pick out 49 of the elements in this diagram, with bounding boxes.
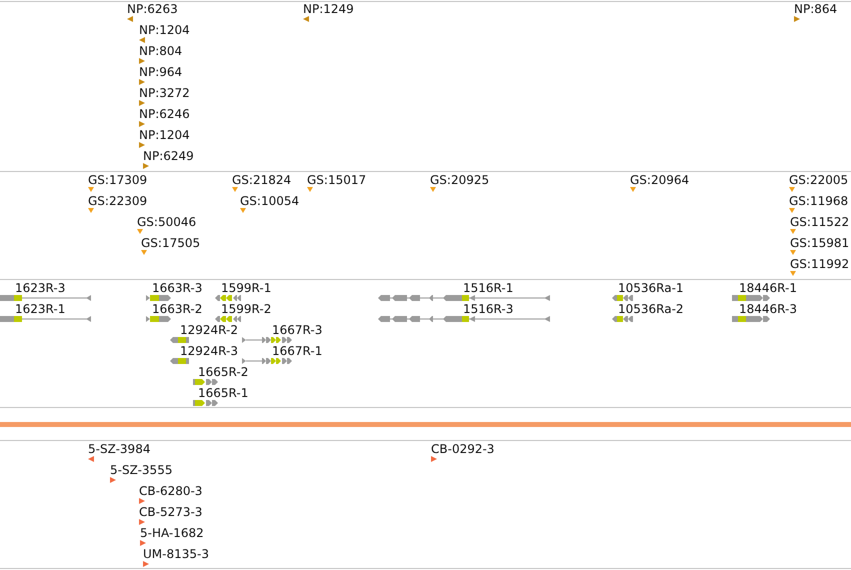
feature-label: NP:1249 — [303, 2, 354, 16]
gene-label: 12924R-3 — [180, 344, 238, 358]
gene-label: 1599R-1 — [221, 281, 272, 295]
feature-label: GS:17505 — [141, 236, 200, 250]
feature-label: 5-SZ-3984 — [88, 442, 150, 456]
feature-label: NP:6246 — [139, 107, 190, 121]
feature-label: NP:6263 — [127, 2, 178, 16]
gene-label: 1516R-1 — [463, 281, 514, 295]
feature-label: GS:11992 — [790, 257, 850, 271]
feature-label: GS:21824 — [232, 173, 292, 187]
gene-label: 10536Ra-1 — [618, 281, 684, 295]
feature-label: GS:15981 — [790, 236, 850, 250]
feature-label: GS:20925 — [430, 173, 490, 187]
gene-label: 18446R-3 — [739, 302, 797, 316]
gene-label: 1623R-3 — [15, 281, 66, 295]
feature-label: CB-0292-3 — [431, 442, 494, 456]
feature-label: GS:15017 — [307, 173, 366, 187]
feature-label: NP:964 — [139, 65, 182, 79]
gene-label: 1667R-3 — [272, 323, 322, 337]
feature-label: NP:864 — [794, 2, 838, 16]
gene-label: 1623R-1 — [15, 302, 66, 316]
gene-label: 10536Ra-2 — [618, 302, 684, 316]
feature-label: GS:22309 — [88, 194, 148, 208]
feature-label: NP:1204 — [139, 128, 190, 142]
feature-label: GS:11522 — [790, 215, 850, 229]
feature-label: NP:3272 — [139, 86, 190, 100]
feature-label: GS:50046 — [137, 215, 196, 229]
gene-label: 12924R-2 — [180, 323, 238, 337]
feature-label: CB-6280-3 — [139, 484, 202, 498]
feature-label: GS:17309 — [88, 173, 148, 187]
feature-label: GS:20964 — [630, 173, 690, 187]
gene-label: 1663R-3 — [152, 281, 202, 295]
gene-label: 18446R-1 — [739, 281, 797, 295]
gene-label: 1516R-3 — [463, 302, 514, 316]
feature-label: UM-8135-3 — [143, 547, 209, 561]
gene-label: 1665R-2 — [198, 365, 248, 379]
feature-label: GS:10054 — [240, 194, 300, 208]
feature-label: NP:6249 — [143, 149, 194, 163]
feature-label: CB-5273-3 — [139, 505, 202, 519]
gene-label: 1663R-2 — [152, 302, 202, 316]
feature-label: GS:11968 — [789, 194, 848, 208]
gene-label: 1599R-2 — [221, 302, 272, 316]
feature-label: GS:22005 — [789, 173, 848, 187]
gene-label: 1665R-1 — [198, 386, 248, 400]
feature-label: NP:1204 — [139, 23, 190, 37]
feature-label: NP:804 — [139, 44, 182, 58]
gene-label: 1667R-1 — [272, 344, 322, 358]
feature-label: 5-HA-1682 — [140, 526, 204, 540]
feature-label: 5-SZ-3555 — [110, 463, 172, 477]
